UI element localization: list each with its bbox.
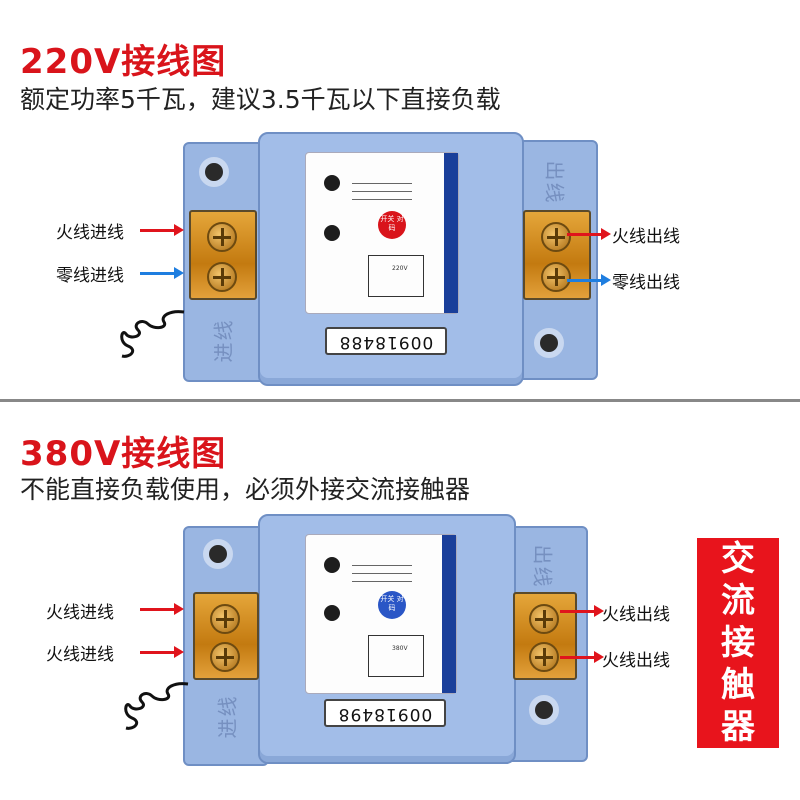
- input-label-1: 火线进线: [56, 223, 124, 243]
- output-label-1: 火线出线: [602, 605, 670, 625]
- section-divider: [0, 399, 800, 402]
- serial-number: 00918488: [325, 327, 447, 355]
- output-label-2: 火线出线: [602, 651, 670, 671]
- contactor-char: 器: [721, 707, 755, 747]
- pair-tag: 开关 对码: [378, 211, 406, 239]
- panel-voltage: 380V: [392, 645, 408, 652]
- text-line: [352, 199, 412, 200]
- wiring-220v-section: 220V接线图 额定功率5千瓦，建议3.5千瓦以下直接负载 进线 出线 开关 对…: [20, 42, 680, 386]
- output-label-2: 零线出线: [612, 273, 680, 293]
- section-subtitle: 额定功率5千瓦，建议3.5千瓦以下直接负载: [20, 85, 501, 114]
- arrow-right-icon: [140, 267, 184, 279]
- wing-label-out: 出线: [530, 544, 555, 589]
- screw-icon: [210, 642, 240, 672]
- screw-icon: [529, 604, 559, 634]
- arrow-right-icon: [567, 274, 611, 286]
- antenna-icon: [124, 682, 189, 730]
- serial-number: 00918498: [324, 699, 446, 727]
- input-label-2: 零线进线: [56, 266, 124, 286]
- arrow-right-icon: [567, 228, 611, 240]
- company-strip: [442, 535, 456, 693]
- screw-icon: [541, 262, 571, 292]
- contactor-char: 流: [721, 581, 755, 621]
- wing-label-out: 出线: [542, 160, 567, 205]
- screw-icon: [541, 222, 571, 252]
- wiring-diagram-icon: [368, 635, 424, 677]
- input-label-1: 火线进线: [46, 603, 114, 623]
- arrow-right-icon: [140, 224, 184, 236]
- antenna-icon: [120, 310, 185, 358]
- text-line: [352, 565, 412, 566]
- mount-hole-icon: [529, 695, 559, 725]
- contactor-char: 触: [721, 665, 755, 705]
- wing-label-in: 进线: [211, 318, 236, 363]
- contactor-char: 接: [721, 623, 755, 663]
- instruction-label: 开关 对码 380V: [305, 534, 457, 694]
- contactor-callout: 交 流 接 触 器: [697, 538, 779, 748]
- wiring-diagram-icon: [368, 255, 424, 297]
- screw-icon: [207, 222, 237, 252]
- mount-hole-icon: [199, 157, 229, 187]
- wing-label-in: 进线: [215, 694, 240, 739]
- power-indicator-icon: [324, 175, 340, 191]
- instruction-label: 开关 对码 220V: [305, 152, 459, 314]
- arrow-right-icon: [140, 603, 184, 615]
- section-title: 220V接线图: [20, 42, 227, 82]
- output-terminal: [523, 210, 591, 300]
- text-line: [352, 581, 412, 582]
- text-line: [352, 573, 412, 574]
- wiring-380v-section: 380V接线图 不能直接负载使用，必须外接交流接触器 进线 出线 开关 对码 3…: [0, 402, 800, 800]
- pair-tag: 开关 对码: [378, 591, 406, 619]
- company-strip: [444, 153, 458, 313]
- run-indicator-icon: [324, 605, 340, 621]
- mount-hole-icon: [203, 539, 233, 569]
- screw-icon: [529, 642, 559, 672]
- arrow-right-icon: [560, 605, 604, 617]
- input-terminal: [193, 592, 259, 680]
- arrow-right-icon: [140, 646, 184, 658]
- arrow-right-icon: [560, 651, 604, 663]
- input-label-2: 火线进线: [46, 645, 114, 665]
- output-terminal: [513, 592, 577, 680]
- panel-voltage: 220V: [392, 265, 408, 272]
- text-line: [352, 183, 412, 184]
- power-indicator-icon: [324, 557, 340, 573]
- mount-hole-icon: [534, 328, 564, 358]
- screw-icon: [210, 604, 240, 634]
- section-title: 380V接线图: [20, 434, 227, 474]
- screw-icon: [207, 262, 237, 292]
- section-subtitle: 不能直接负载使用，必须外接交流接触器: [20, 475, 471, 504]
- output-label-1: 火线出线: [612, 227, 680, 247]
- text-line: [352, 191, 412, 192]
- run-indicator-icon: [324, 225, 340, 241]
- input-terminal: [189, 210, 257, 300]
- contactor-char: 交: [721, 539, 755, 579]
